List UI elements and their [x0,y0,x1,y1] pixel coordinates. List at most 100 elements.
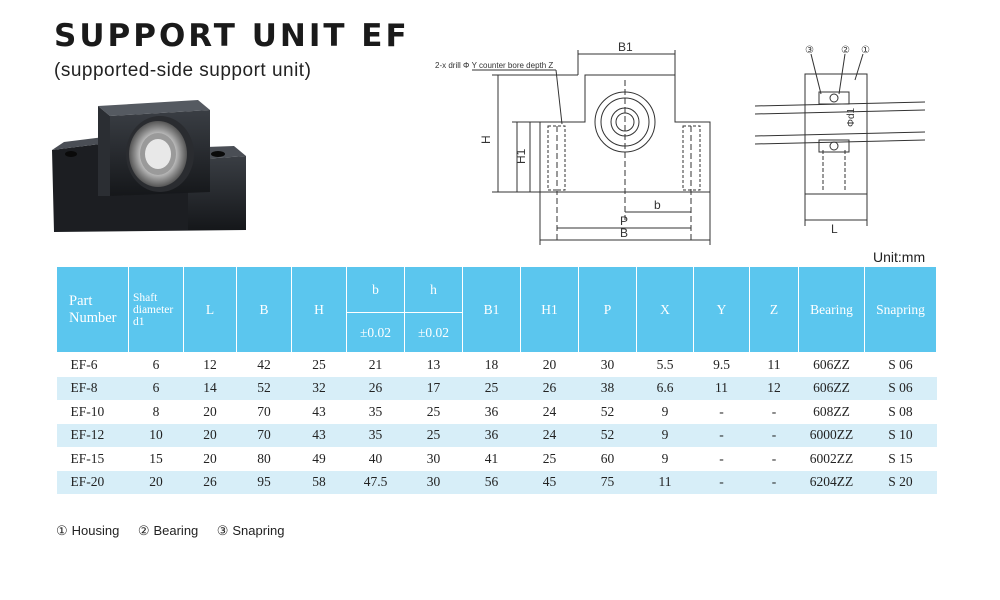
table-cell: 26 [520,376,579,400]
dim-label-p: P [620,214,628,228]
table-cell: 6 [152,356,160,372]
part-number-cell: EF-20 [56,470,129,494]
table-cell: 20 [203,450,217,466]
col-header-h: h [404,266,463,313]
table-cell: 35 [368,403,383,419]
table-cell: 26 [183,470,237,494]
table-cell: 30 [600,356,615,372]
table-cell: S 06 [864,376,937,400]
table-cell: 52 [578,423,637,447]
table-cell: 15 [149,450,163,466]
table-cell: - [771,403,777,419]
legend-label-snapring: Snapring [232,523,285,538]
table-cell: 42 [257,356,271,372]
part-number-cell: EF-12 [56,423,129,447]
table-cell: 9 [661,403,669,419]
table-cell: 11 [767,356,781,372]
table-cell: 14 [183,376,237,400]
table-cell: 21 [368,356,383,372]
callout-3: ③ [805,45,814,56]
table-cell: 6204ZZ [798,470,865,494]
table-cell: S 20 [864,470,937,494]
counterbore-note: 2-x drill Φ Y counter bore depth Z [435,61,553,70]
page-title: SUPPORT UNIT EF [54,18,410,54]
table-cell: 11 [693,376,750,400]
table-cell: 41 [484,450,499,466]
table-cell: 40 [368,450,383,466]
front-view-drawing: 2-x drill Φ Y counter bore depth Z B1 H … [435,40,711,245]
table-cell: 12 [203,356,217,372]
callout-1: ① [861,45,870,56]
table-cell: - [719,450,724,466]
table-cell: 26 [346,376,405,400]
table-cell: 24 [542,403,557,419]
table-cell: 9 [636,423,694,447]
table-cell: 12 [749,376,799,400]
table-cell: 30 [404,470,463,494]
table-cell: 47.5 [346,470,405,494]
table-cell: 30 [426,450,441,466]
legend-label-bearing: Bearing [153,523,199,538]
callout-2: ② [841,45,850,56]
col-header-l: L [183,266,237,353]
side-view-drawing: ③ ② ① Φd1 L [755,45,925,236]
page-subtitle: (supported-side support unit) [54,60,312,81]
col-header-h-height: H [291,266,347,353]
table-cell: - [749,423,799,447]
dim-label-h1: H1 [514,148,528,164]
part-number-cell: EF-6 [70,356,98,372]
table-cell: 35 [346,423,405,447]
table-cell: 6002ZZ [809,450,854,466]
table-cell: - [749,470,799,494]
table-cell: 60 [600,450,615,466]
col-header-b-tolerance: ±0.02 [346,312,405,353]
col-header-part-number: Part Number [56,266,129,353]
table-cell: 9.5 [713,356,730,372]
table-cell: 58 [291,470,347,494]
col-header-h1: H1 [520,266,579,353]
table-cell: 56 [462,470,521,494]
table-cell: 70 [257,403,271,419]
table-cell: 6 [128,376,184,400]
table-cell: 80 [257,450,271,466]
table-cell: 6000ZZ [798,423,865,447]
col-header-y: Y [693,266,750,353]
legend-label-housing: Housing [71,523,120,538]
col-header-snapring: Snapring [864,266,937,353]
part-number-cell: EF-10 [70,403,105,419]
table-cell: 32 [291,376,347,400]
table-cell: 20 [542,356,557,372]
table-cell: 36 [462,423,521,447]
table-cell: - [693,470,750,494]
legend-num-1: ① [56,523,68,538]
table-cell: 25 [462,376,521,400]
table-cell: S 15 [888,450,913,466]
table-cell: 20 [203,403,217,419]
table-cell: 17 [404,376,463,400]
table-cell: 38 [578,376,637,400]
part-number-cell: EF-8 [56,376,129,400]
table-cell: 25 [404,423,463,447]
col-header-b: b [346,266,405,313]
table-cell: 606ZZ [798,376,865,400]
table-cell: S 08 [888,403,913,419]
col-header-b1: B1 [462,266,521,353]
col-header-bearing: Bearing [798,266,865,353]
col-header-p: P [578,266,637,353]
table-cell: 43 [312,403,326,419]
table-cell: 8 [152,403,160,419]
spec-table: Part Number Shaft diameter d1 L B H b h … [56,266,937,494]
table-cell: - [693,423,750,447]
dim-label-l: L [831,222,838,236]
table-cell: 5.5 [656,356,674,372]
table-cell: 52 [600,403,615,419]
dim-label-d1: Φd1 [846,107,857,127]
table-cell: 52 [236,376,292,400]
table-cell: 95 [236,470,292,494]
